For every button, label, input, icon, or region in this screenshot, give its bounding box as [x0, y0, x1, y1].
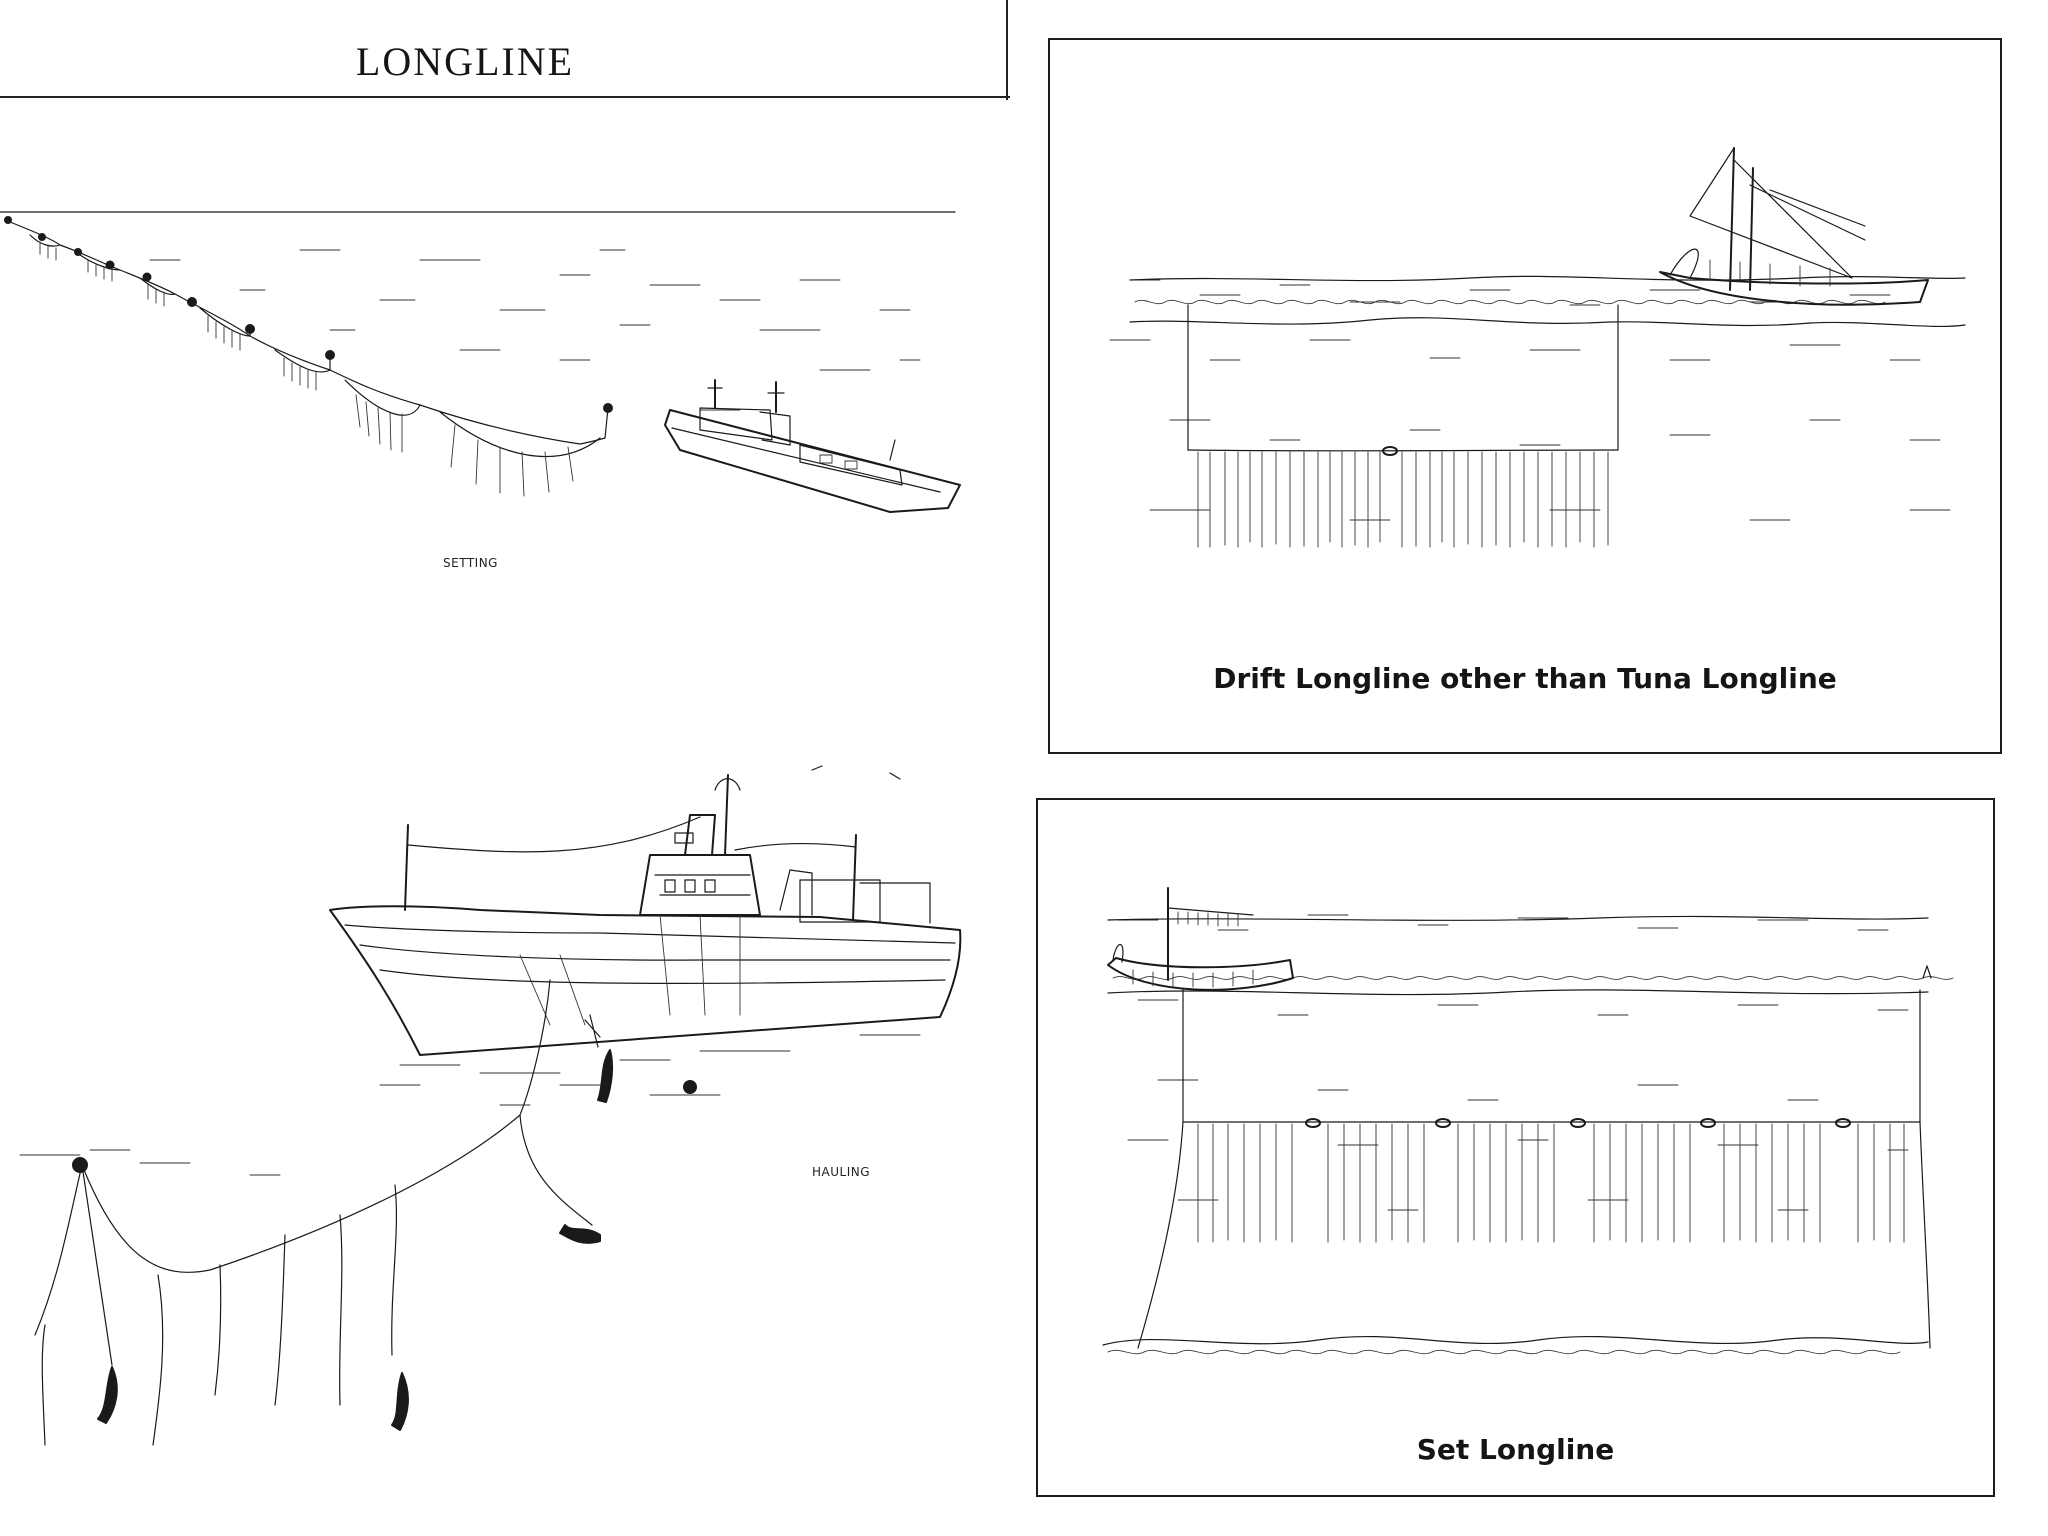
drift-vessel — [1659, 147, 1929, 306]
float-buoy — [72, 1157, 88, 1173]
sea-surface — [1107, 989, 1929, 996]
seabed — [1102, 1335, 1929, 1346]
hauling-caption: HAULING — [812, 1165, 871, 1179]
set-longline-caption: Set Longline — [1416, 1433, 1615, 1466]
hauling-illustration — [19, 765, 962, 1446]
fish-icon — [391, 1372, 409, 1431]
page-title: LONGLINE — [355, 39, 575, 84]
drift-longline-caption: Drift Longline other than Tuna Longline — [1213, 662, 1837, 695]
hauled-mainline — [81, 979, 551, 1273]
setting-illustration — [0, 211, 961, 513]
drift-mainline — [1187, 449, 1619, 452]
fish-icon — [97, 1366, 118, 1424]
set-longline-panel: Set Longline — [1036, 798, 1995, 1497]
surface-line — [1107, 915, 1929, 921]
fish-icon — [559, 1224, 601, 1244]
drift-longline-illustration — [1109, 147, 1966, 548]
set-mainline — [1182, 1121, 1921, 1124]
hauling-vessel — [329, 774, 962, 1056]
buoy-markers — [4, 216, 613, 439]
drift-longline-panel: Drift Longline other than Tuna Longline — [1048, 38, 2002, 754]
setting-vessel — [664, 379, 961, 513]
setting-caption: SETTING — [443, 556, 498, 570]
fish-icon — [597, 1049, 614, 1103]
title-rule — [0, 96, 1010, 98]
set-longline-vessel — [1107, 887, 1294, 991]
sea-surface — [1129, 275, 1966, 282]
mainline — [4, 219, 606, 445]
line-floats — [1305, 1118, 1851, 1128]
set-longline-illustration — [1102, 887, 1954, 1355]
column-divider — [1006, 0, 1008, 100]
